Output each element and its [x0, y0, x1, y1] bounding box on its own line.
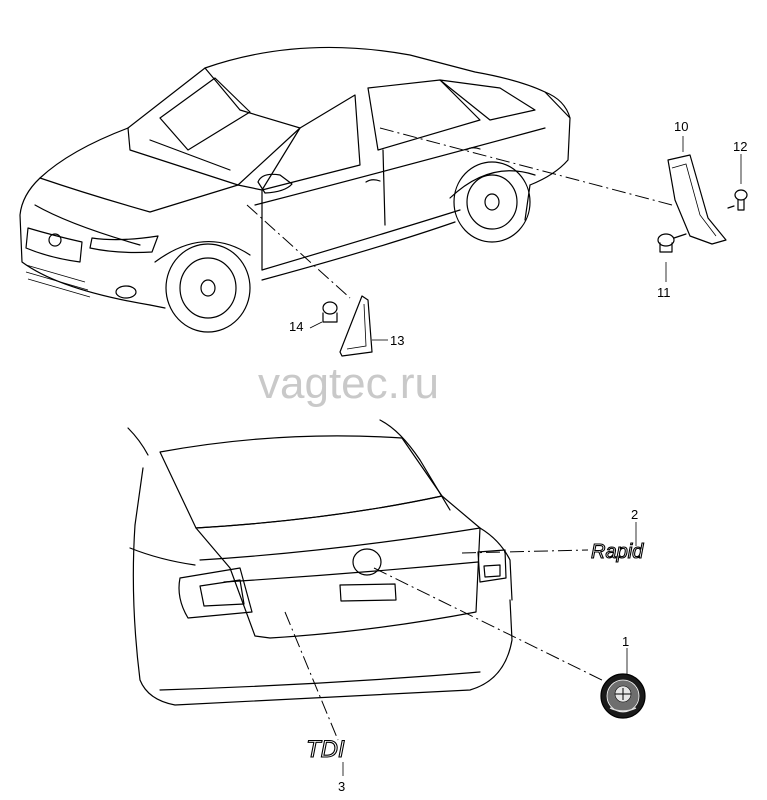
- car-rear-view: [127, 419, 513, 706]
- leader-line-2: [461, 549, 589, 554]
- part-1-emblem: [600, 673, 646, 719]
- part-11-clip: [657, 233, 687, 253]
- callout-14: 14: [289, 319, 303, 334]
- part-12-bolt: [727, 189, 748, 211]
- watermark: vagtec.ru: [258, 359, 439, 408]
- callout-1: 1: [622, 634, 629, 649]
- part-3-tdi-badge: TDI: [306, 736, 345, 763]
- part-10-pillar-trim: [667, 154, 727, 245]
- callout-10: 10: [674, 119, 688, 134]
- part-2-rapid-badge: Rapid: [591, 541, 644, 563]
- part-14-nut: [322, 301, 338, 323]
- leader-line-1: [373, 567, 611, 685]
- leader-line-3: [284, 611, 339, 741]
- leader-line-10: [379, 127, 673, 206]
- part-13-triangle-cover: [339, 295, 373, 357]
- callout-13: 13: [390, 333, 404, 348]
- callout-12: 12: [733, 139, 747, 154]
- callout-2: 2: [631, 507, 638, 522]
- callout-11: 11: [657, 285, 671, 300]
- callout-3: 3: [338, 779, 345, 794]
- car-side-view: [19, 46, 571, 333]
- leader-line-13: [246, 204, 351, 299]
